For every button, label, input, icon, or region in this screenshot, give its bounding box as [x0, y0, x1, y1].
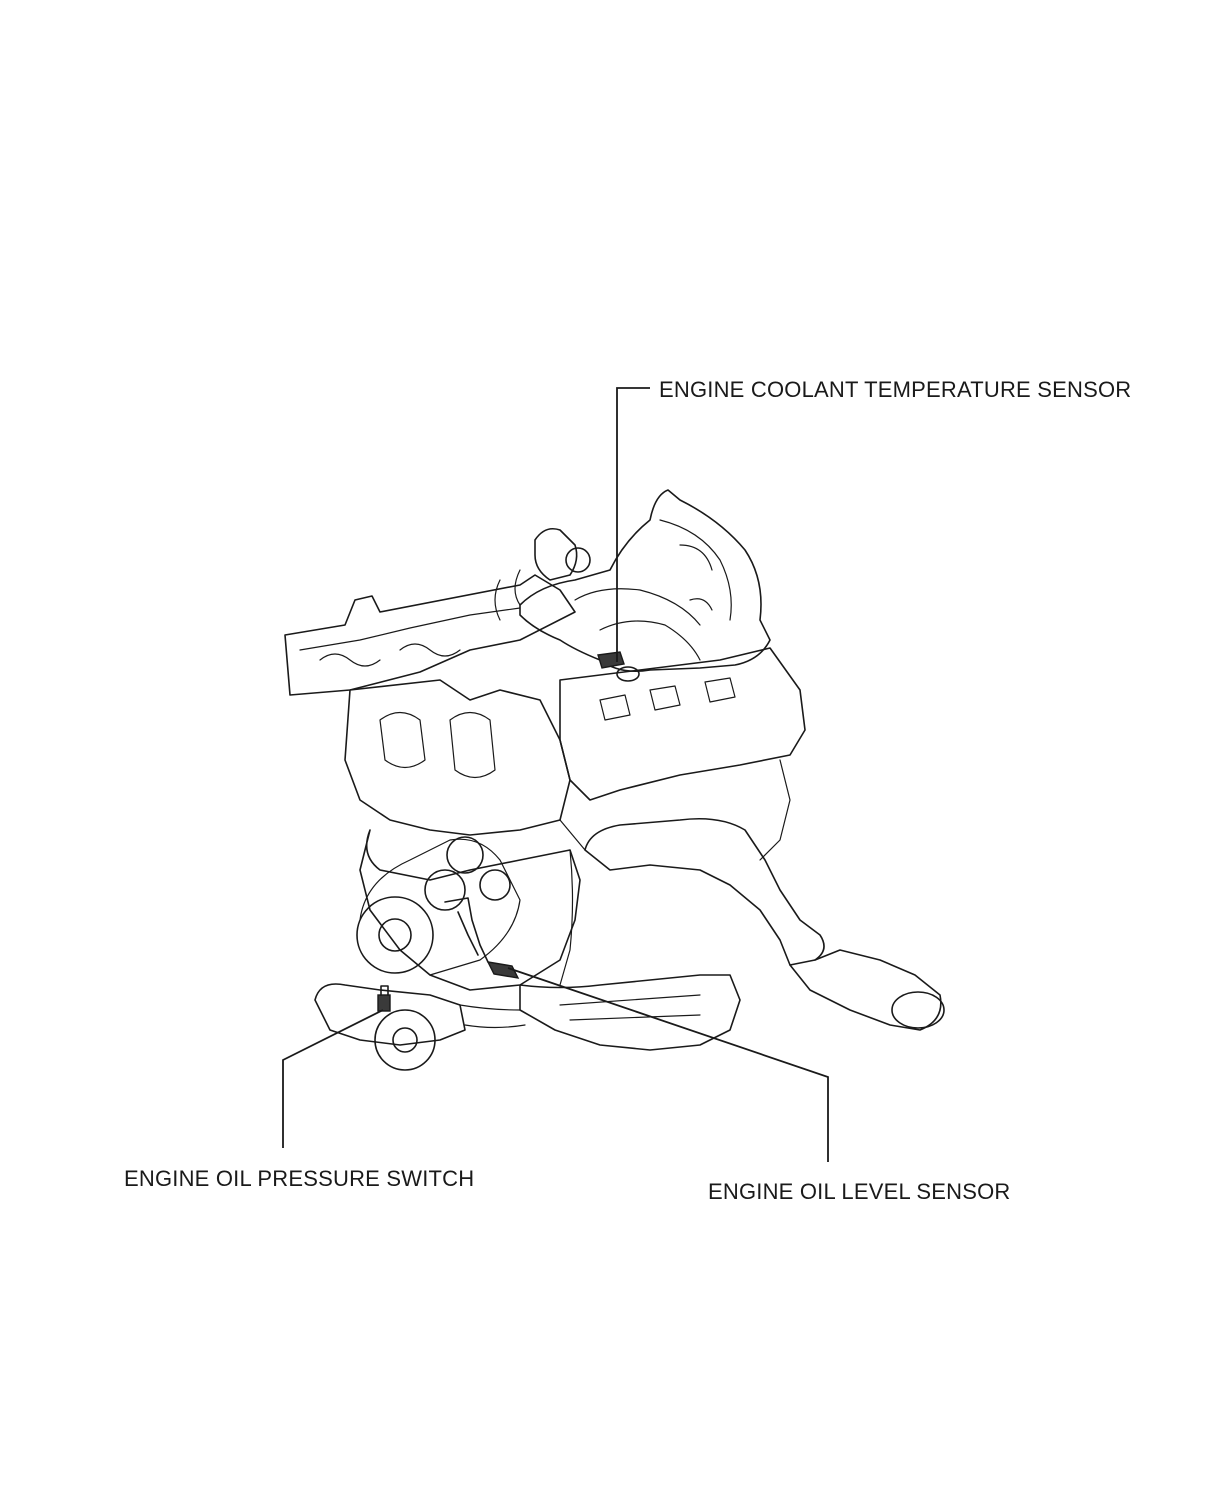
oil-level-sensor-label: ENGINE OIL LEVEL SENSOR: [708, 1179, 1011, 1204]
oil-pan-ribs: [559, 994, 701, 1021]
oil-pressure-switch-label: ENGINE OIL PRESSURE SWITCH: [124, 1166, 475, 1191]
left-valve-cover-detail: [319, 643, 461, 667]
right-head-ports: [599, 677, 736, 721]
exhaust-manifold: [584, 817, 825, 966]
idler-pulley-2: [479, 869, 511, 901]
engine-illustration: [284, 489, 945, 1071]
right-cylinder-head: [559, 647, 806, 801]
idler-pulley-1: [446, 836, 484, 874]
exhaust-outlet: [891, 991, 945, 1029]
coolant-sensor-connector: [616, 666, 640, 682]
oil-filter-housing: [314, 983, 466, 1046]
coolant-sensor-label: ENGINE COOLANT TEMPERATURE SENSOR: [659, 377, 1132, 402]
oil-pressure-leader: [282, 1009, 384, 1148]
coolant-leader: [616, 387, 650, 662]
crank-pulley-inner: [378, 918, 412, 952]
leader-lines: [282, 387, 829, 1162]
intake-runner-3: [679, 544, 713, 611]
oil-level-sensor-bracket: [444, 897, 489, 963]
throttle-fitting: [565, 547, 591, 573]
intake-runner-1: [574, 588, 701, 661]
left-valve-cover: [284, 574, 576, 696]
left-block-detail: [379, 711, 496, 779]
crank-pulley-outer: [356, 896, 434, 974]
idler-pulley-3: [424, 869, 466, 911]
oil-pressure-switch-body: [377, 994, 391, 1012]
left-valve-cover-ridge: [299, 607, 521, 651]
throttle-body: [534, 527, 578, 581]
vacuum-hose: [494, 569, 521, 621]
oil-level-leader: [507, 967, 829, 1162]
lower-pulley-inner: [392, 1027, 418, 1053]
drive-belt: [359, 838, 521, 976]
lower-bracket: [459, 1004, 526, 1029]
exhaust-pipe: [789, 949, 942, 1031]
intake-runner-2: [659, 519, 732, 621]
rear-block: [759, 759, 791, 861]
intake-plenum: [519, 489, 771, 673]
coolant-sensor-body: [597, 651, 625, 669]
block-seam: [559, 819, 586, 986]
oil-level-sensor-body: [486, 961, 520, 979]
oil-pan: [519, 974, 741, 1051]
left-cylinder-block: [344, 679, 571, 836]
oil-pressure-switch-terminal: [380, 985, 389, 996]
lower-pulley-outer: [374, 1009, 436, 1071]
